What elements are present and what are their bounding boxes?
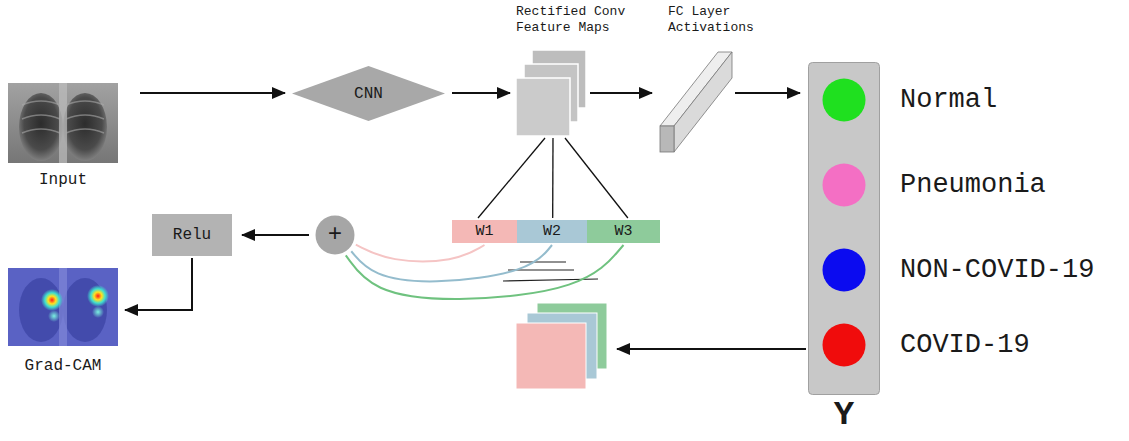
- weight-curve: [351, 245, 552, 281]
- output-column: NormalPneumoniaNON-COVID-19COVID-19Y: [808, 62, 880, 395]
- xray-picture: [8, 83, 118, 163]
- hot-spot: [41, 289, 63, 311]
- operator-symbol: +: [328, 223, 342, 247]
- flow-arrow: [590, 92, 652, 94]
- xray-ground: [8, 83, 118, 163]
- connector-line: [478, 138, 545, 218]
- sum-node: +: [315, 215, 355, 255]
- connector-line: [565, 138, 628, 218]
- fc-layer: FC Layer Activations: [660, 48, 732, 152]
- output-label: Y: [808, 398, 880, 432]
- box-shape: [587, 220, 660, 243]
- weight-cell: W1: [452, 220, 517, 243]
- circle-shape: [823, 249, 866, 292]
- backprop-arrow: [617, 348, 806, 350]
- weight-label: W2: [543, 224, 561, 239]
- slab-side: [674, 52, 732, 152]
- flow-arrow: [735, 92, 800, 94]
- class-label: COVID-19: [900, 332, 1030, 359]
- circle-shape: [316, 216, 355, 255]
- feature-map-stack: Rectified Conv Feature Maps: [516, 50, 586, 136]
- heatmap-ground: [8, 268, 118, 346]
- feature-map: [516, 78, 570, 136]
- relu-box: Relu: [152, 214, 232, 256]
- circle-shape: [823, 79, 866, 122]
- hot-spot: [87, 285, 109, 307]
- diamond-shape: [292, 66, 445, 121]
- slab-front: [660, 126, 674, 152]
- circle-shape: [823, 164, 866, 207]
- warm-spot: [92, 306, 104, 318]
- gradient-map-stack: [516, 303, 607, 389]
- weight-label: W1: [475, 224, 493, 239]
- gradient-map: [516, 323, 586, 389]
- input-xray: Input: [8, 83, 118, 163]
- layer-title: FC Layer Activations: [668, 4, 780, 36]
- class-node: Pneumonia: [822, 163, 866, 207]
- weight-cell: W3: [587, 220, 660, 243]
- weight-curve: [356, 245, 485, 262]
- shape-outline: [822, 78, 866, 122]
- ribs: [22, 101, 104, 133]
- class-node: COVID-19: [822, 323, 866, 367]
- image-label: Input: [8, 172, 118, 188]
- stroke-line: [520, 261, 566, 262]
- weight-curve: [346, 245, 624, 299]
- spine: [59, 83, 67, 163]
- shape-outline: [516, 50, 586, 136]
- cnn-diamond: CNN: [292, 66, 445, 121]
- gradcam-map: Grad-CAM: [8, 268, 118, 346]
- lung: [19, 278, 63, 342]
- shape-outline: [822, 323, 866, 367]
- box-shape: [517, 220, 587, 243]
- flow-arrow: [125, 258, 192, 310]
- weight-cell: W2: [517, 220, 587, 243]
- block-label: CNN: [354, 86, 383, 102]
- class-label: Normal: [900, 87, 997, 114]
- shape-outline: [822, 163, 866, 207]
- class-node: Normal: [822, 78, 866, 122]
- flow-arrow: [140, 92, 285, 94]
- flow-arrow: [452, 92, 510, 94]
- circle-shape: [823, 324, 866, 367]
- class-label: NON-COVID-19: [900, 257, 1094, 284]
- block-label: Relu: [173, 227, 211, 243]
- shape-outline: [660, 48, 732, 152]
- box-shape: [452, 220, 517, 243]
- connector-line: [552, 138, 554, 218]
- image-label: Grad-CAM: [8, 358, 118, 374]
- class-node: NON-COVID-19: [822, 248, 866, 292]
- layer-title: Rectified Conv Feature Maps: [516, 4, 640, 36]
- flow-arrow: [242, 234, 309, 236]
- shape-outline: [822, 248, 866, 292]
- warm-spot: [48, 310, 60, 322]
- gradcam-picture: [8, 268, 118, 346]
- box-shape: [152, 214, 232, 256]
- class-label: Pneumonia: [900, 172, 1046, 199]
- column-shape: [809, 63, 880, 395]
- weight-label: W3: [614, 224, 632, 239]
